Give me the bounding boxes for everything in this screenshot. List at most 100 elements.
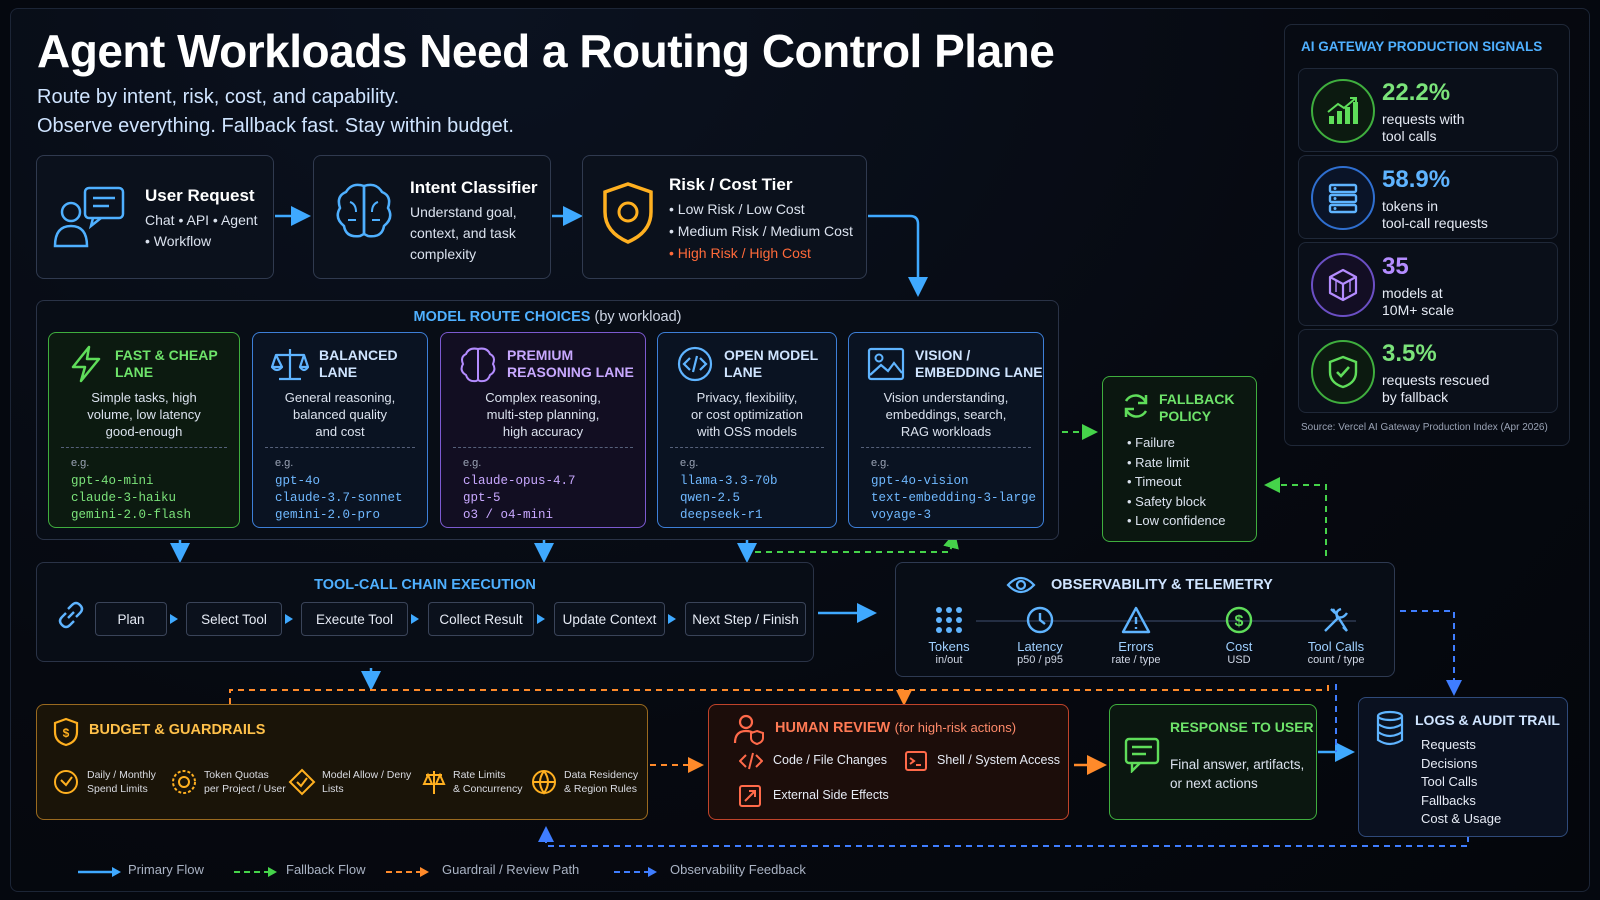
user-request-card: User Request Chat • API • Agent • Workfl… xyxy=(36,155,274,279)
lane-title-line2: REASONING LANE xyxy=(507,364,634,380)
spend-limit-icon xyxy=(54,770,78,794)
link-icon xyxy=(58,601,84,629)
lane-eg-label: e.g. xyxy=(275,457,294,469)
dollar-icon: $ xyxy=(1225,606,1253,634)
step-collect-result[interactable]: Collect Result xyxy=(428,602,534,636)
step-select-tool[interactable]: Select Tool xyxy=(186,602,282,636)
step-execute-tool[interactable]: Execute Tool xyxy=(301,602,408,636)
step-update-context[interactable]: Update Context xyxy=(554,602,665,636)
metric-unit: p50 / p95 xyxy=(1017,654,1063,666)
lane-vision-embedding[interactable]: VISION /EMBEDDING LANE Vision understand… xyxy=(848,332,1044,528)
code-icon xyxy=(677,346,713,382)
cube-network-icon xyxy=(1328,268,1358,302)
legend-fallback-swatch xyxy=(234,867,277,877)
signals-heading: AI GATEWAY PRODUCTION SIGNALS xyxy=(1301,39,1543,54)
intent-text-2: context, and task xyxy=(410,225,516,241)
step-plan[interactable]: Plan xyxy=(95,602,167,636)
step-next-finish[interactable]: Next Step / Finish xyxy=(685,602,806,636)
risk-high: • High Risk / High Cost xyxy=(669,245,811,261)
lane-divider xyxy=(453,447,633,448)
metric-name: Errors xyxy=(1118,639,1154,654)
lane-eg-label: e.g. xyxy=(871,457,890,469)
svg-text:$: $ xyxy=(63,726,70,740)
response-text: Final answer, artifacts,or next actions xyxy=(1170,757,1305,791)
logs-heading: LOGS & AUDIT TRAIL xyxy=(1415,712,1560,728)
signal-icon-wrap xyxy=(1311,79,1375,143)
lane-description: Complex reasoning,multi-step planning,hi… xyxy=(485,390,601,439)
tool-call-chain-card: TOOL-CALL CHAIN EXECUTION xyxy=(36,562,814,662)
lane-title-line2: EMBEDDING LANE xyxy=(915,364,1043,380)
lane-divider xyxy=(861,447,1031,448)
metric-unit: rate / type xyxy=(1111,654,1161,666)
lane-title-line1: PREMIUM xyxy=(507,347,574,363)
lane-title-line1: FAST & CHEAP xyxy=(115,347,218,363)
fallback-item: • Timeout xyxy=(1127,474,1182,489)
review-item-code: Code / File Changes xyxy=(773,753,887,767)
lane-title-line1: VISION / xyxy=(915,347,971,363)
review-item-shell: Shell / System Access xyxy=(937,753,1060,767)
shield-icon xyxy=(603,182,653,244)
refresh-icon xyxy=(1124,394,1148,418)
database-icon xyxy=(1376,710,1404,746)
logs-items: Requests Decisions Tool Calls Fallbacks … xyxy=(1421,736,1501,829)
signal-icon-wrap xyxy=(1311,340,1375,404)
review-note: (for high-risk actions) xyxy=(894,720,1017,735)
intent-classifier-card: Intent Classifier Understand goal, conte… xyxy=(313,155,551,279)
image-icon xyxy=(867,347,905,381)
metric-name: Tokens xyxy=(928,639,970,654)
lane-divider xyxy=(670,447,824,448)
terminal-icon xyxy=(905,751,927,771)
review-item-external: External Side Effects xyxy=(773,788,889,802)
observability-card: OBSERVABILITY & TELEMETRY xyxy=(895,562,1395,677)
route-choices-title: MODEL ROUTE CHOICES xyxy=(413,309,591,325)
lane-title-line2: LANE xyxy=(115,364,154,380)
lightning-icon xyxy=(71,345,101,383)
warning-icon xyxy=(1121,606,1151,634)
review-heading: HUMAN REVIEW (for high-risk actions) xyxy=(775,719,1016,737)
response-card: RESPONSE TO USER Final answer, artifacts… xyxy=(1109,704,1317,820)
response-heading: RESPONSE TO USER xyxy=(1170,719,1314,735)
fallback-item: • Failure xyxy=(1127,435,1175,450)
lane-title-line2: LANE xyxy=(319,364,358,380)
allow-deny-icon xyxy=(288,768,316,796)
route-choices-note: (by workload) xyxy=(594,309,682,325)
lane-divider xyxy=(61,447,227,448)
log-item: Fallbacks xyxy=(1421,792,1476,808)
legend-primary: Primary Flow xyxy=(128,862,204,877)
signal-value: 58.9% xyxy=(1382,166,1451,193)
lane-eg-label: e.g. xyxy=(463,457,482,469)
log-item: Cost & Usage xyxy=(1421,811,1502,826)
logs-audit-card: LOGS & AUDIT TRAIL Requests Decisions To… xyxy=(1358,697,1568,837)
lane-eg-label: e.g. xyxy=(680,457,699,469)
signal-value: 35 xyxy=(1382,253,1409,280)
user-request-title: User Request xyxy=(145,186,255,205)
signal-value: 3.5% xyxy=(1382,340,1437,367)
signal-icon-wrap xyxy=(1311,166,1375,230)
eye-icon xyxy=(1006,576,1036,594)
legend-observability-swatch xyxy=(614,867,657,877)
lane-title-line1: BALANCED xyxy=(319,347,398,363)
